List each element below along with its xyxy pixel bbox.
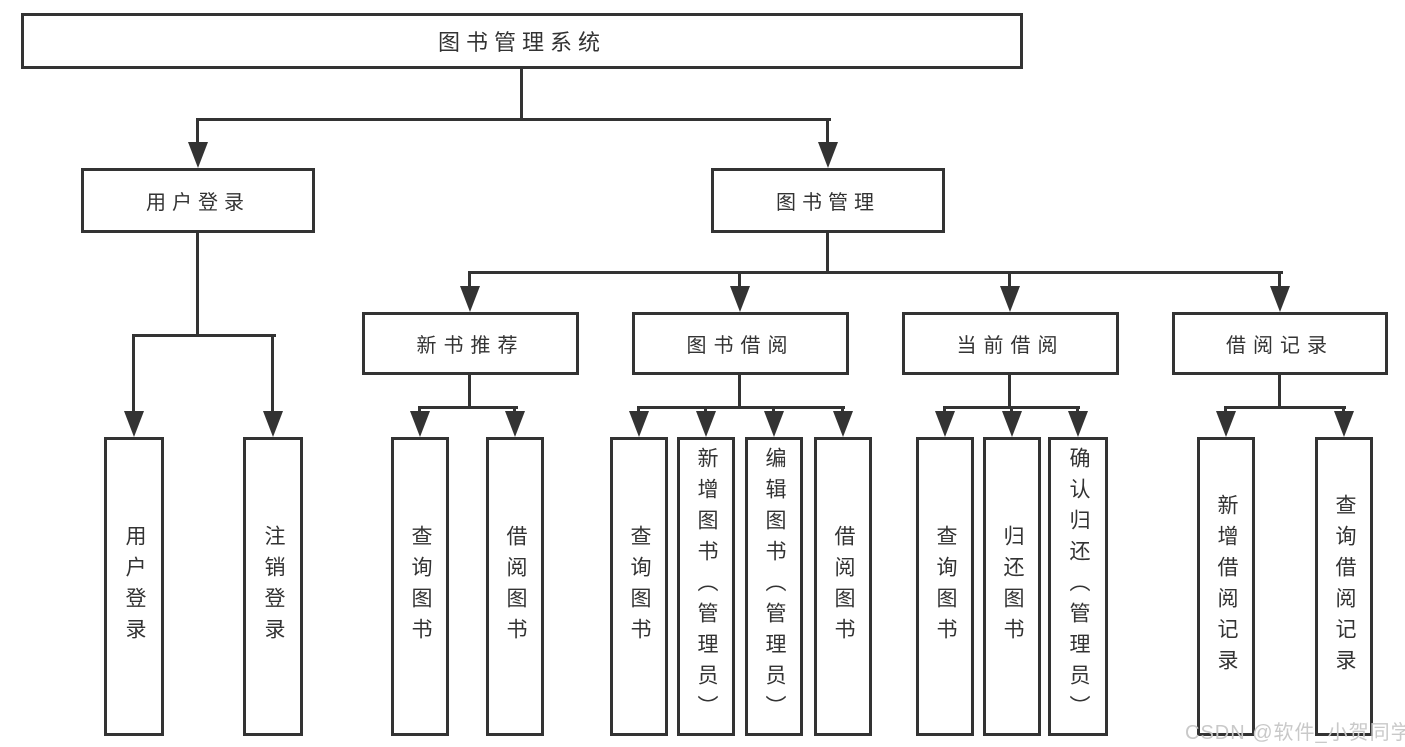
node-label: 图书管理系统 [437, 30, 606, 55]
arrow-down-icon [505, 411, 525, 437]
connector-drop-current [1008, 271, 1011, 291]
connector-drop-recommend [468, 271, 471, 291]
leaf-records-add-record: 新增借阅记录 [1197, 437, 1255, 736]
connector-drop-leaf-user-login [132, 334, 135, 416]
arrow-down-icon [124, 411, 144, 437]
connector-current-stub [1008, 375, 1011, 409]
node-label: 图书借阅 [686, 335, 795, 357]
arrow-down-icon [1002, 411, 1022, 437]
connector-root-stub [520, 69, 523, 121]
connector-book-management-stub [826, 233, 829, 274]
watermark: CSDN @软件_小贺同学 [1185, 722, 1405, 744]
node-label: 借阅图书 [504, 524, 527, 649]
node-label: 新增图书（管理员） [695, 447, 718, 726]
arrow-down-icon [1216, 411, 1236, 437]
node-label: 查询图书 [628, 524, 651, 649]
arrow-down-icon [188, 142, 208, 168]
node-book-management: 图书管理 [711, 168, 945, 233]
node-label: 用户登录 [146, 192, 250, 214]
node-user-login: 用户登录 [81, 168, 315, 233]
node-label: 归还图书 [1001, 524, 1024, 649]
leaf-user-login: 用户登录 [104, 437, 164, 736]
leaf-recommend-borrow-books: 借阅图书 [486, 437, 544, 736]
connector-borrowing-stub [738, 375, 741, 409]
node-label: 确认归还（管理员） [1067, 447, 1090, 726]
arrow-down-icon [818, 142, 838, 168]
connector-level2-hbar [196, 118, 831, 121]
arrow-down-icon [764, 411, 784, 437]
arrow-down-icon [730, 286, 750, 312]
node-library-management-system: 图书管理系统 [21, 13, 1023, 69]
leaf-current-query-books: 查询图书 [916, 437, 974, 736]
arrow-down-icon [833, 411, 853, 437]
leaf-current-return-books: 归还图书 [983, 437, 1041, 736]
leaf-logout: 注销登录 [243, 437, 303, 736]
arrow-down-icon [1334, 411, 1354, 437]
connector-records-stub [1278, 375, 1281, 409]
connector-drop-user-login [196, 118, 199, 148]
node-book-borrowing: 图书借阅 [632, 312, 849, 375]
node-label: 编辑图书（管理员） [763, 447, 786, 726]
arrow-down-icon [1270, 286, 1290, 312]
connector-drop-book-management [826, 118, 829, 148]
leaf-borrow-edit-books-admin: 编辑图书（管理员） [745, 437, 803, 736]
connector-drop-borrowing [738, 271, 741, 291]
leaf-recommend-query-books: 查询图书 [391, 437, 449, 736]
arrow-down-icon [629, 411, 649, 437]
arrow-down-icon [263, 411, 283, 437]
node-label: 用户登录 [123, 524, 146, 649]
node-label: 查询图书 [934, 524, 957, 649]
arrow-down-icon [696, 411, 716, 437]
leaf-borrow-query-books: 查询图书 [610, 437, 668, 736]
connector-recommend-stub [468, 375, 471, 409]
leaf-current-confirm-return-admin: 确认归还（管理员） [1048, 437, 1108, 736]
node-label: 图书管理 [776, 192, 880, 214]
arrow-down-icon [410, 411, 430, 437]
node-label: 新书推荐 [416, 335, 525, 357]
node-label: 新增借阅记录 [1215, 493, 1238, 680]
connector-drop-leaf-logout [271, 334, 274, 416]
node-label: 借阅图书 [832, 524, 855, 649]
node-label: 借阅记录 [1226, 335, 1334, 357]
node-current-borrowing: 当前借阅 [902, 312, 1119, 375]
connector-recommend-hbar [418, 406, 518, 409]
node-borrowing-records: 借阅记录 [1172, 312, 1388, 375]
connector-user-login-hbar [132, 334, 276, 337]
connector-level3-hbar [468, 271, 1283, 274]
leaf-records-query-record: 查询借阅记录 [1315, 437, 1373, 736]
node-label: 注销登录 [262, 524, 285, 649]
node-label: 查询图书 [409, 524, 432, 649]
node-label: 当前借阅 [956, 335, 1065, 357]
arrow-down-icon [460, 286, 480, 312]
leaf-borrow-borrow-books: 借阅图书 [814, 437, 872, 736]
node-label: 查询借阅记录 [1333, 493, 1356, 680]
connector-records-hbar [1224, 406, 1346, 409]
leaf-borrow-add-books-admin: 新增图书（管理员） [677, 437, 735, 736]
connector-borrowing-hbar [637, 406, 845, 409]
arrow-down-icon [1000, 286, 1020, 312]
arrow-down-icon [935, 411, 955, 437]
arrow-down-icon [1068, 411, 1088, 437]
connector-drop-records [1278, 271, 1281, 291]
node-new-book-recommendation: 新书推荐 [362, 312, 579, 375]
connector-user-login-stub [196, 233, 199, 337]
